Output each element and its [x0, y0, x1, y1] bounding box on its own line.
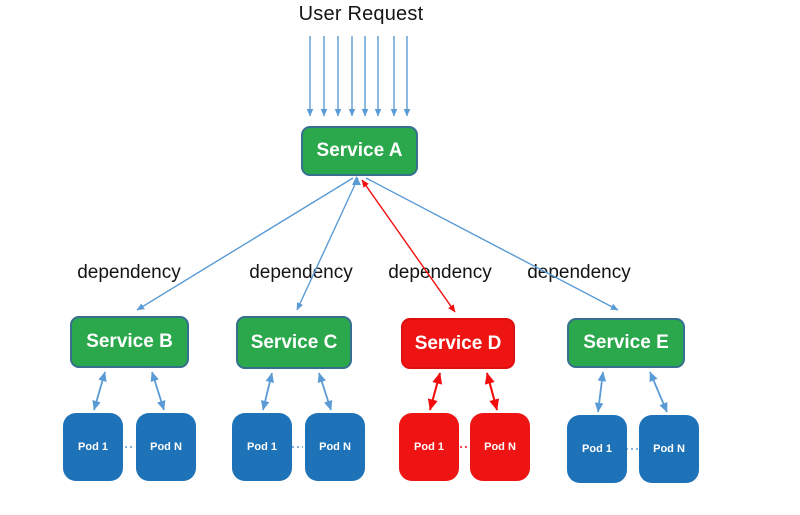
service-b-pod-links — [92, 371, 166, 448]
edge-a-c — [296, 177, 359, 311]
junction-arrowhead — [352, 176, 361, 185]
pod-c-n: Pod N — [305, 413, 365, 481]
pod-e-n: Pod N — [639, 415, 699, 483]
service-d-node: Service D — [401, 318, 515, 369]
pod-b-n: Pod N — [136, 413, 196, 481]
pod-d-n: Pod N — [470, 413, 530, 481]
user-request-arrows — [306, 36, 411, 117]
user-request-label: User Request — [298, 3, 424, 25]
edge-a-d-failing — [361, 179, 456, 313]
dependency-edges — [136, 176, 619, 313]
service-e-node: Service E — [567, 318, 685, 368]
service-b-node: Service B — [70, 316, 189, 368]
service-e-pod-links — [594, 371, 668, 450]
dependency-label-e: dependency — [527, 262, 631, 283]
edge-a-e — [365, 177, 619, 311]
service-c-node: Service C — [236, 316, 352, 369]
pod-b-1: Pod 1 — [63, 413, 123, 481]
edge-a-b — [136, 177, 354, 311]
dependency-label-b: dependency — [77, 262, 181, 283]
dependency-label-c: dependency — [249, 262, 353, 283]
service-d-pod-links — [427, 372, 500, 448]
service-a-node: Service A — [301, 126, 418, 176]
pod-e-1: Pod 1 — [567, 415, 627, 483]
pod-d-1: Pod 1 — [399, 413, 459, 481]
service-c-pod-links — [260, 372, 333, 448]
pod-c-1: Pod 1 — [232, 413, 292, 481]
